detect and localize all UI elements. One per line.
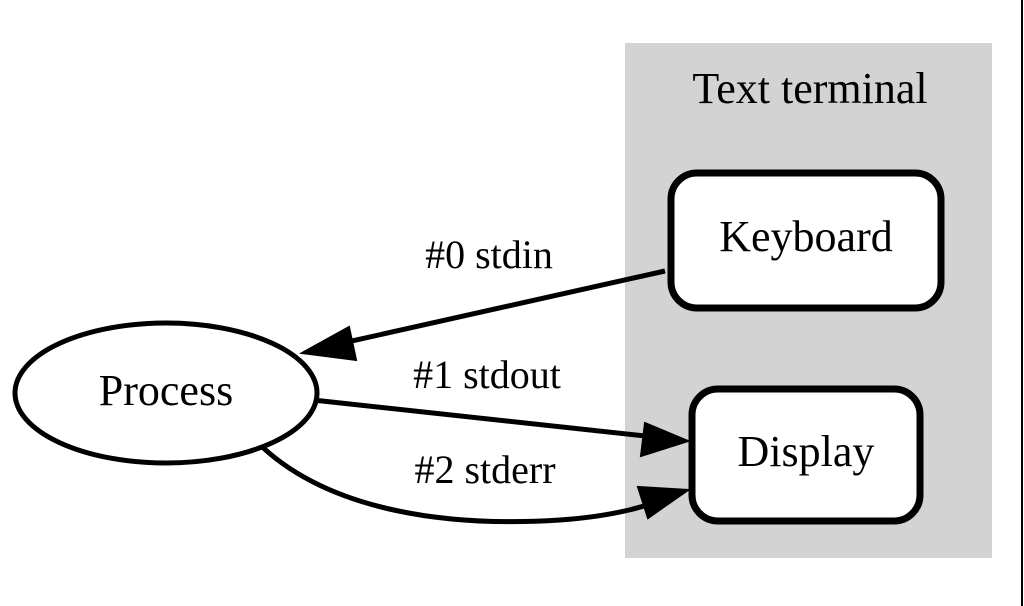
node-process[interactable]: Process <box>12 320 320 466</box>
node-display-label: Display <box>738 427 875 476</box>
edge-stdout[interactable] <box>312 397 691 458</box>
edge-stderr[interactable] <box>256 441 691 525</box>
edge-label-stdin: #0 stdin <box>425 232 553 277</box>
node-keyboard-label: Keyboard <box>719 212 893 261</box>
edge-stdin-line <box>315 268 666 352</box>
cluster-title-text-terminal: Text terminal <box>692 64 927 113</box>
edge-stdout-line <box>312 397 674 442</box>
node-process-label: Process <box>99 366 233 415</box>
edge-stderr-line <box>256 441 674 525</box>
node-display-shape <box>688 385 924 525</box>
edge-label-stdout: #1 stdout <box>413 352 561 397</box>
edge-stdout-arrowhead <box>639 421 691 458</box>
edge-stdin-arrowhead <box>298 325 358 362</box>
edge-label-stderr: #2 stderr <box>414 447 555 492</box>
node-keyboard-shape <box>667 169 945 312</box>
node-display[interactable]: Display <box>688 385 924 525</box>
edge-stderr-arrowhead <box>636 485 691 520</box>
edge-stdin[interactable] <box>298 268 666 362</box>
node-keyboard[interactable]: Keyboard <box>667 169 945 312</box>
node-process-shape <box>12 320 320 466</box>
